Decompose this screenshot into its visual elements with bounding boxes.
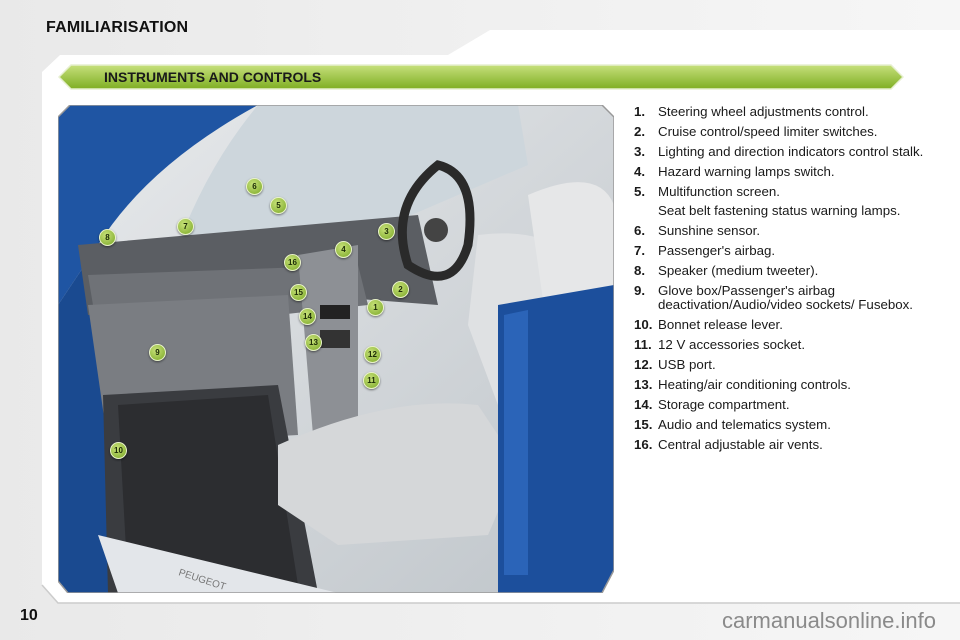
callout-15: 15	[290, 284, 307, 301]
callout-5: 5	[270, 197, 287, 214]
legend-item: 16. Central adjustable air vents.	[634, 438, 934, 452]
legend-text: 12 V accessories socket.	[658, 338, 805, 352]
legend-item: 7. Passenger's airbag.	[634, 244, 934, 258]
legend-number: 4.	[634, 164, 646, 179]
callout-11: 11	[363, 372, 380, 389]
legend-item: 12. USB port.	[634, 358, 934, 372]
legend-description: Storage compartment.	[658, 397, 790, 412]
legend-description: USB port.	[658, 357, 716, 372]
legend-text: Multifunction screen. Seat belt fastening…	[658, 185, 900, 218]
car-interior-illustration: PEUGEOT	[58, 105, 614, 593]
callout-2: 2	[392, 281, 409, 298]
legend-number: 11.	[634, 337, 652, 352]
callout-4: 4	[335, 241, 352, 258]
callout-8: 8	[99, 229, 116, 246]
legend-item: 6. Sunshine sensor.	[634, 224, 934, 238]
legend-text: Heating/air conditioning controls.	[658, 378, 851, 392]
legend-item: 4. Hazard warning lamps switch.	[634, 165, 934, 179]
legend-number: 1.	[634, 104, 646, 119]
legend-number: 14.	[634, 397, 653, 412]
legend-description: Bonnet release lever.	[658, 317, 783, 332]
legend-item: 3. Lighting and direction indicators cont…	[634, 145, 934, 159]
legend-description: Cruise control/speed limiter switches.	[658, 124, 878, 139]
legend-number: 8.	[634, 263, 646, 278]
legend-number: 10.	[634, 317, 653, 332]
legend-description: Passenger's airbag.	[658, 243, 776, 258]
legend-item: 13. Heating/air conditioning controls.	[634, 378, 934, 392]
legend-description: 12 V accessories socket.	[658, 337, 806, 352]
callout-3: 3	[378, 223, 395, 240]
callout-12: 12	[364, 346, 381, 363]
legend-item: 11. 12 V accessories socket.	[634, 338, 934, 352]
callout-13: 13	[305, 334, 322, 351]
section-banner	[58, 64, 904, 90]
legend-description: Multifunction screen.	[658, 184, 780, 199]
legend-number: 7.	[634, 243, 646, 258]
legend-text: Hazard warning lamps switch.	[658, 165, 835, 179]
legend-number: 6.	[634, 223, 646, 238]
legend-description: Heating/air conditioning controls.	[658, 377, 851, 392]
legend-description: Hazard warning lamps switch.	[658, 164, 835, 179]
legend-item: 10. Bonnet release lever.	[634, 318, 934, 332]
legend-number: 16.	[634, 437, 653, 452]
legend-number: 15.	[634, 417, 653, 432]
legend-number: 2.	[634, 124, 646, 139]
legend-item: 1. Steering wheel adjustments control.	[634, 105, 934, 119]
legend-text: Lighting and direction indicators contro…	[658, 145, 923, 159]
callout-7: 7	[177, 218, 194, 235]
callout-1: 1	[367, 299, 384, 316]
legend-description: Steering wheel adjustments control.	[658, 104, 869, 119]
callout-6: 6	[246, 178, 263, 195]
legend-description: Central adjustable air vents.	[658, 437, 823, 452]
banner-title: INSTRUMENTS AND CONTROLS	[104, 69, 322, 85]
legend-text: Bonnet release lever.	[658, 318, 783, 332]
legend-description: Speaker (medium tweeter).	[658, 263, 819, 278]
legend-item: 14. Storage compartment.	[634, 398, 934, 412]
legend-description: Lighting and direction indicators contro…	[658, 144, 924, 159]
legend-description: Sunshine sensor.	[658, 223, 761, 238]
controls-legend-list: 1. Steering wheel adjustments control. 2. C…	[634, 105, 934, 458]
legend-text: Storage compartment.	[658, 398, 790, 412]
legend-subtext: Seat belt fastening status warning lamps…	[658, 203, 901, 218]
legend-description: Audio and telematics system.	[658, 417, 831, 432]
legend-number: 5.	[634, 184, 646, 199]
legend-item: 2. Cruise control/speed limiter switches.	[634, 125, 934, 139]
legend-number: 9.	[634, 283, 646, 298]
legend-text: Speaker (medium tweeter).	[658, 264, 818, 278]
legend-item: 15. Audio and telematics system.	[634, 418, 934, 432]
legend-text: USB port.	[658, 358, 716, 372]
legend-text: Cruise control/speed limiter switches.	[658, 125, 877, 139]
legend-text: Passenger's airbag.	[658, 244, 775, 258]
legend-number: 3.	[634, 144, 646, 159]
legend-description: Glove box/Passenger's airbag deactivatio…	[658, 283, 914, 312]
callout-14: 14	[299, 308, 316, 325]
callout-9: 9	[149, 344, 166, 361]
legend-item: 5. Multifunction screen. Seat belt fasteni…	[634, 185, 934, 218]
section-title: FAMILIARISATION	[46, 19, 189, 36]
legend-text: Central adjustable air vents.	[658, 438, 823, 452]
legend-item: 8. Speaker (medium tweeter).	[634, 264, 934, 278]
legend-text: Sunshine sensor.	[658, 224, 760, 238]
legend-text: Audio and telematics system.	[658, 418, 831, 432]
callout-16: 16	[284, 254, 301, 271]
legend-number: 12.	[634, 357, 653, 372]
legend-text: Glove box/Passenger's airbag deactivatio…	[658, 284, 934, 312]
watermark: carmanualsonline.info	[721, 608, 936, 633]
legend-item: 9. Glove box/Passenger's airbag deactivat…	[634, 284, 934, 312]
legend-text: Steering wheel adjustments control.	[658, 105, 869, 119]
page-number: 10	[20, 607, 38, 624]
callout-10: 10	[110, 442, 127, 459]
legend-number: 13.	[634, 377, 653, 392]
